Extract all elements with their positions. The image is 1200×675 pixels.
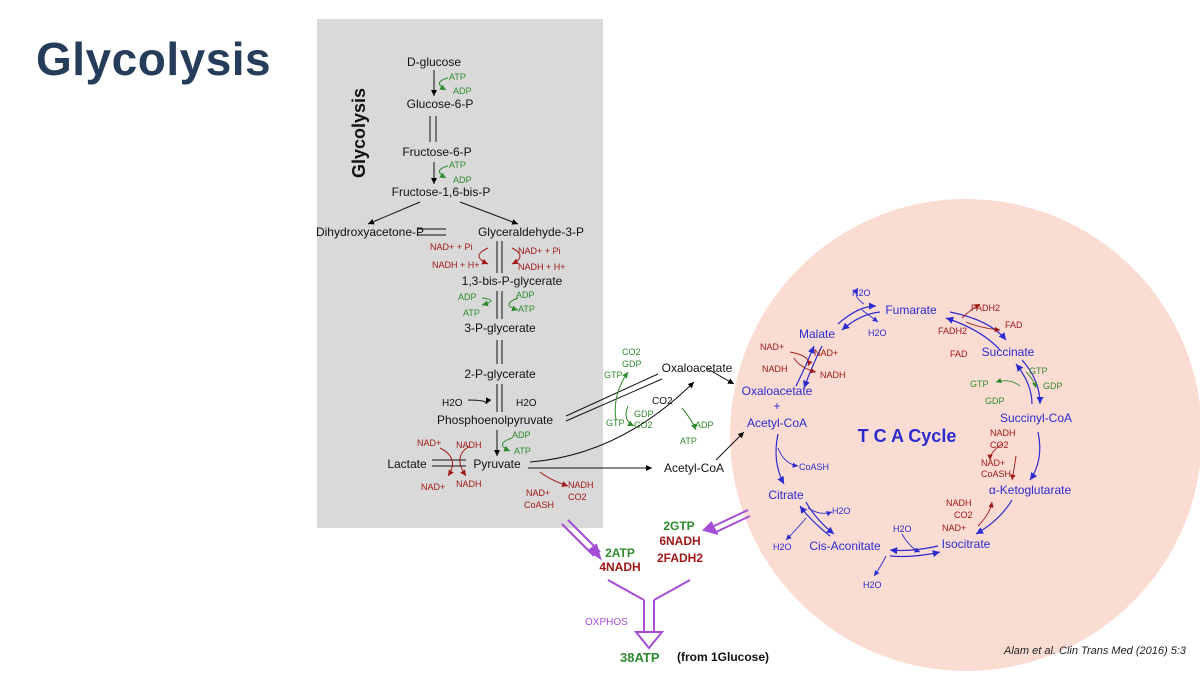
tca-isocitrate: Isocitrate <box>942 537 991 551</box>
cofactor-h2o: H2O <box>893 524 912 534</box>
tca-plus: + <box>773 399 780 413</box>
cofactor-nad-pi: NAD+ + Pi <box>518 246 561 256</box>
metabolite-glyceraldehyde-3-p: Glyceraldehyde-3-P <box>478 225 584 239</box>
cofactor-nadh: NADH <box>762 364 788 374</box>
cofactor-h2o: H2O <box>516 398 537 409</box>
cofactor-nad: NAD+ <box>981 458 1005 468</box>
tca-malate: Malate <box>799 327 835 341</box>
metabolite-oxaloacetate: Oxaloacetate <box>662 361 733 375</box>
metabolite-lactate: Lactate <box>387 457 427 471</box>
cofactor-nadh: NADH <box>946 498 972 508</box>
cofactor-atp: ATP <box>463 308 480 318</box>
cofactor-fadh2: FADH2 <box>938 326 967 336</box>
metabolite-acetyl-coa: Acetyl-CoA <box>664 461 724 475</box>
cofactor-atp: ATP <box>680 436 697 446</box>
cofactor-atp: ATP <box>449 160 466 170</box>
yield-note: (from 1Glucose) <box>677 650 769 664</box>
metabolite-2-p-glycerate: 2-P-glycerate <box>464 367 536 381</box>
cofactor-adp: ADP <box>512 430 531 440</box>
cofactor-h2o: H2O <box>832 506 851 516</box>
cofactor-co2: CO2 <box>954 510 973 520</box>
cofactor-adp: ADP <box>453 175 472 185</box>
tca-oxaloacetate: Oxaloacetate <box>742 384 813 398</box>
metabolite-dihydroxyacetone-p: Dihydroxyacetone-P <box>316 225 424 239</box>
tca-acetyl-coa: Acetyl-CoA <box>747 416 807 430</box>
glycolysis-panel <box>317 19 603 528</box>
tca-citrate: Citrate <box>768 488 804 502</box>
cofactor-gdp: GDP <box>985 396 1005 406</box>
cofactor-gtp: GTP <box>604 370 623 380</box>
cofactor-gdp: GDP <box>1043 381 1063 391</box>
cofactor-gdp: GDP <box>622 359 642 369</box>
metabolite-pyruvate: Pyruvate <box>473 457 521 471</box>
metabolite-phosphoenolpyruvate: Phosphoenolpyruvate <box>437 413 553 427</box>
yield-6nadh: 6NADH <box>659 534 700 548</box>
cofactor-nadh: NADH <box>456 440 482 450</box>
oxphos-label: OXPHOS <box>585 617 628 628</box>
cofactor-nadh: NADH <box>456 479 482 489</box>
cofactor-nadh-h: NADH + H+ <box>432 260 480 270</box>
tca-cis-aconitate: Cis-Aconitate <box>809 539 881 553</box>
cofactor-coash: CoASH <box>981 469 1011 479</box>
yield-4nadh: 4NADH <box>599 560 640 574</box>
cofactor-co2: CO2 <box>652 396 673 407</box>
metabolite-glucose-6-p: Glucose-6-P <box>407 97 474 111</box>
metabolite-fructose-1-6-bis-p: Fructose-1,6-bis-P <box>392 185 491 199</box>
slide-title: Glycolysis <box>36 33 272 85</box>
yield-2atp: 2ATP <box>605 546 635 560</box>
cofactor-co2: CO2 <box>622 347 641 357</box>
glycolysis-panel-label: Glycolysis <box>349 88 369 178</box>
cofactor-gtp: GTP <box>970 379 989 389</box>
cofactor-nadh: NADH <box>990 428 1016 438</box>
cofactor-nad: NAD+ <box>421 482 445 492</box>
cofactor-adp: ADP <box>695 420 714 430</box>
cofactor-nad-pi: NAD+ + Pi <box>430 242 473 252</box>
cofactor-h2o: H2O <box>868 328 887 338</box>
cofactor-fadh2: FADH2 <box>971 303 1000 313</box>
tca-succinyl-coa: Succinyl-CoA <box>1000 411 1072 425</box>
cofactor-gtp: GTP <box>606 418 625 428</box>
cofactor-adp: ADP <box>458 292 477 302</box>
cofactor-nad: NAD+ <box>942 523 966 533</box>
yield-38atp: 38ATP <box>620 650 660 665</box>
cofactor-nad: NAD+ <box>760 342 784 352</box>
cofactor-coash: CoASH <box>799 462 829 472</box>
cofactor-nadh: NADH <box>820 370 846 380</box>
tca-cycle-title: T C A Cycle <box>858 426 957 446</box>
cofactor-nad: NAD+ <box>417 438 441 448</box>
cofactor-adp: ADP <box>453 86 472 96</box>
metabolite-3-p-glycerate: 3-P-glycerate <box>464 321 536 335</box>
cofactor-nadh: NADH <box>568 480 594 490</box>
metabolite-d-glucose: D-glucose <box>407 55 461 69</box>
cofactor-co2: CO2 <box>568 492 587 502</box>
tca-fumarate: Fumarate <box>885 303 937 317</box>
cofactor-nad: NAD+ <box>814 348 838 358</box>
cofactor-co2: CO2 <box>634 420 653 430</box>
cofactor-atp: ATP <box>449 72 466 82</box>
tca-cycle-circle <box>730 199 1200 671</box>
cofactor-nadh-h: NADH + H+ <box>518 262 566 272</box>
tca-alpha-ketoglutarate: α-Ketoglutarate <box>989 483 1072 497</box>
yield-2fadh2: 2FADH2 <box>657 551 703 565</box>
metabolite-fructose-6-p: Fructose-6-P <box>402 145 471 159</box>
cofactor-atp: ATP <box>518 304 535 314</box>
cofactor-fad: FAD <box>950 349 968 359</box>
cofactor-h2o: H2O <box>773 542 792 552</box>
metabolite-1-3-bis-p-glycerate: 1,3-bis-P-glycerate <box>462 274 563 288</box>
cofactor-fad: FAD <box>1005 320 1023 330</box>
cofactor-h2o: H2O <box>863 580 882 590</box>
tca-succinate: Succinate <box>982 345 1035 359</box>
cofactor-gtp: GTP <box>1029 366 1048 376</box>
cofactor-co2: CO2 <box>990 440 1009 450</box>
cofactor-adp: ADP <box>516 290 535 300</box>
yield-2gtp: 2GTP <box>663 519 694 533</box>
cofactor-atp: ATP <box>514 446 531 456</box>
cofactor-h2o: H2O <box>852 288 871 298</box>
citation: Alam et al. Clin Trans Med (2016) 5:3 <box>1004 645 1186 657</box>
cofactor-gdp: GDP <box>634 409 654 419</box>
cofactor-nad: NAD+ <box>526 488 550 498</box>
cofactor-h2o: H2O <box>442 398 463 409</box>
cofactor-coash: CoASH <box>524 500 554 510</box>
